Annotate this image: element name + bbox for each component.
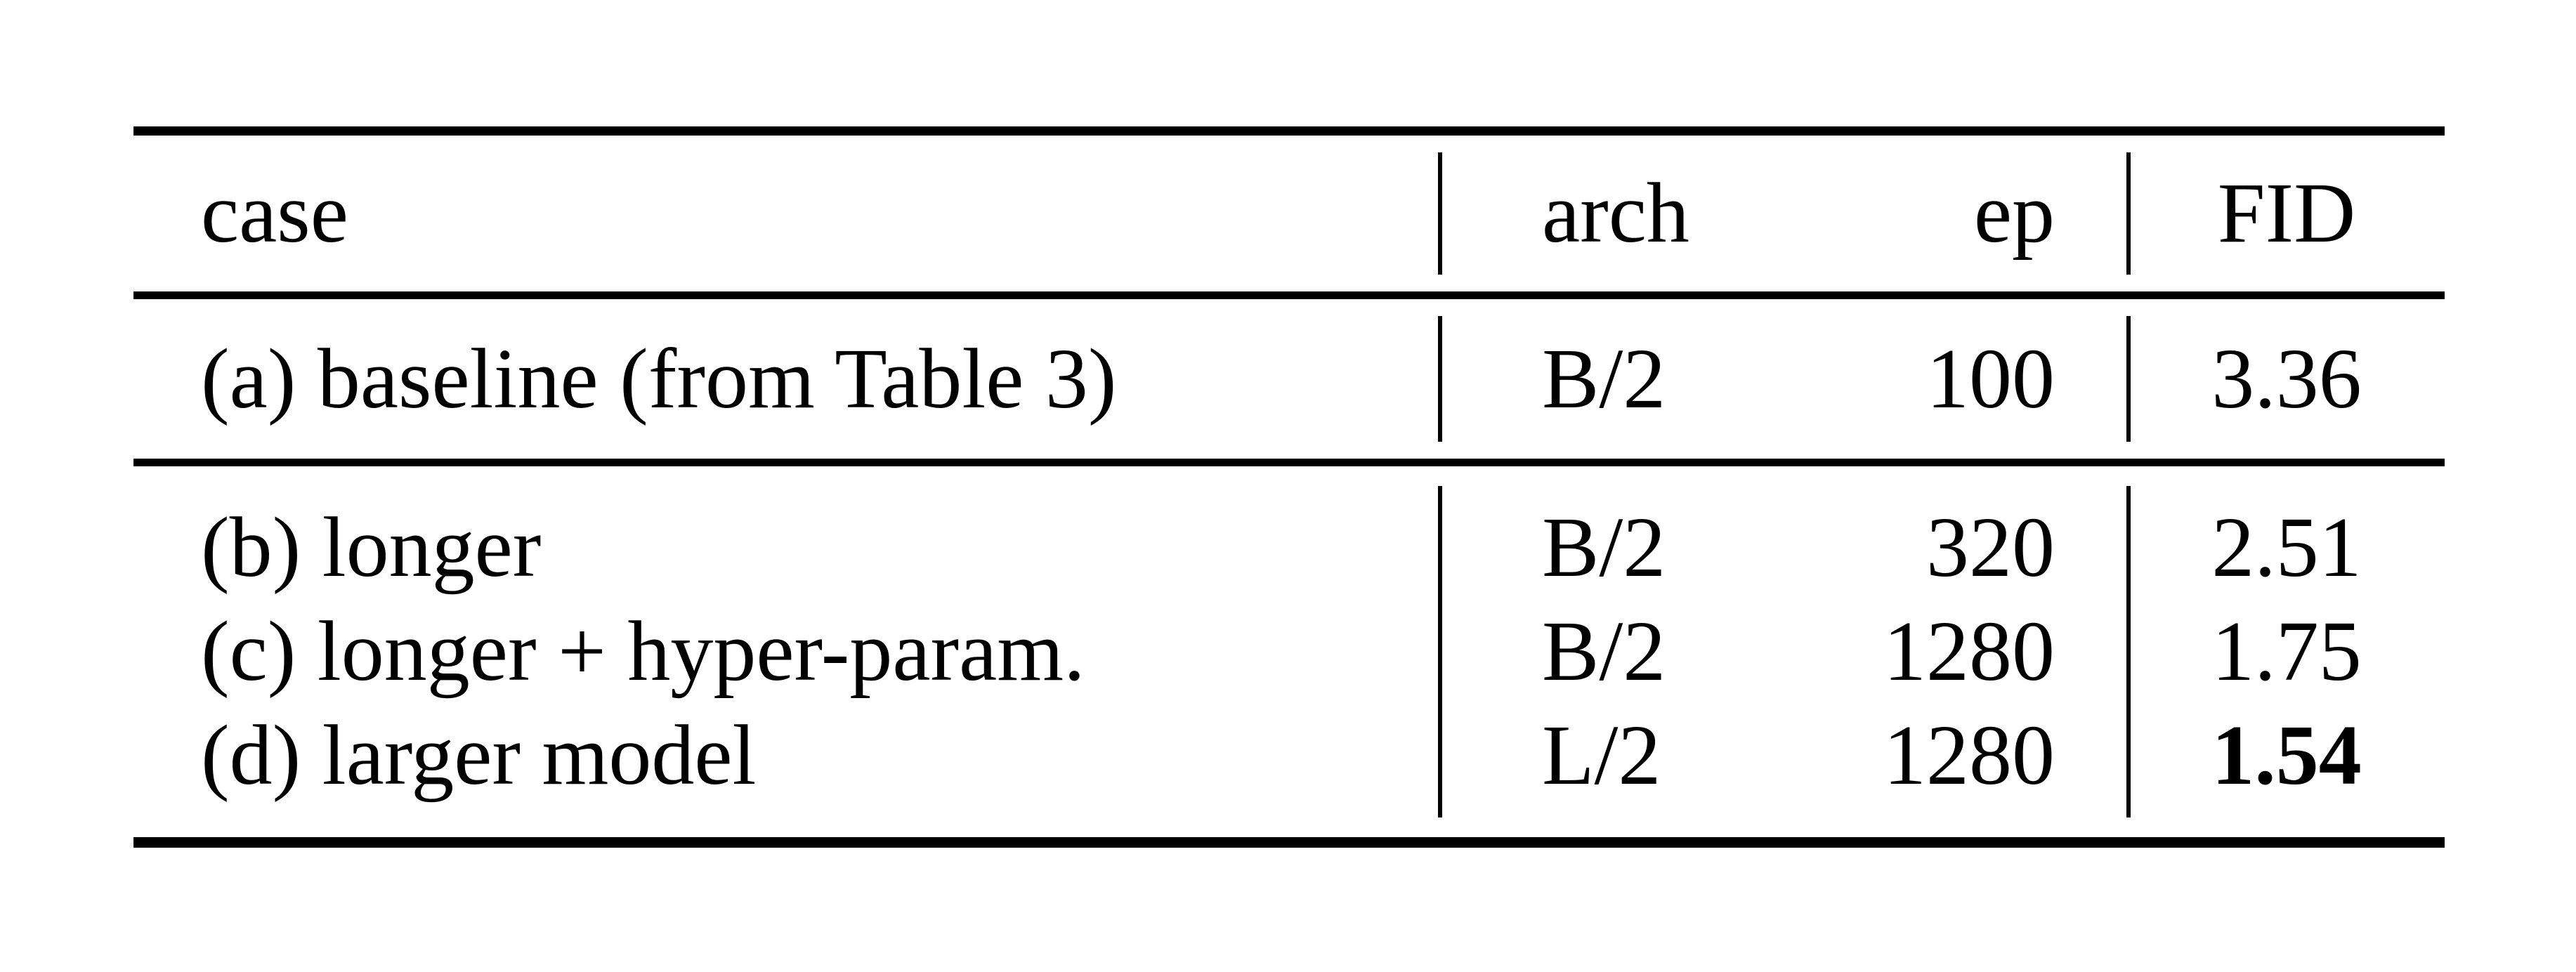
column-header-fid: FID	[2217, 166, 2356, 261]
column-divider-rule	[1438, 152, 1442, 275]
cell-ep: 1280	[1883, 708, 2055, 803]
column-divider-rule	[2126, 316, 2131, 442]
cell-ep: 100	[1926, 331, 2055, 426]
cell-arch: L/2	[1542, 708, 1661, 803]
column-header-case: case	[201, 166, 348, 261]
cell-case: (d) larger model	[201, 708, 757, 803]
ablation-table: case arch ep FID (a) baseline (from Tabl…	[133, 126, 2445, 848]
table-top-rule	[133, 126, 2445, 136]
cell-fid: 1.54	[2211, 708, 2362, 803]
table-mid-rule	[133, 459, 2445, 466]
table-group-baseline: (a) baseline (from Table 3) B/2 100 3.36	[133, 299, 2445, 459]
cell-ep: 1280	[1883, 604, 2055, 699]
cell-arch: B/2	[1542, 604, 1666, 699]
cell-arch: B/2	[1542, 331, 1666, 426]
table-mid-rule	[133, 291, 2445, 299]
table-bottom-rule	[133, 837, 2445, 848]
table-row: (d) larger model L/2 1280 1.54	[133, 704, 2445, 808]
table-row: (b) longer B/2 320 2.51	[133, 496, 2445, 600]
cell-fid: 1.75	[2211, 604, 2362, 699]
column-header-arch: arch	[1542, 166, 1689, 261]
column-header-ep: ep	[1973, 166, 2055, 261]
cell-arch: B/2	[1542, 500, 1666, 595]
cell-fid: 2.51	[2211, 500, 2362, 595]
cell-case: (a) baseline (from Table 3)	[201, 331, 1117, 426]
table-header-row: case arch ep FID	[133, 136, 2445, 291]
cell-ep: 320	[1926, 500, 2055, 595]
cell-case: (c) longer + hyper-param.	[201, 604, 1085, 699]
table-group-variants: (b) longer B/2 320 2.51 (c) longer + hyp…	[133, 466, 2445, 837]
table-row: (a) baseline (from Table 3) B/2 100 3.36	[133, 299, 2445, 459]
cell-fid: 3.36	[2211, 331, 2362, 426]
cell-case: (b) longer	[201, 500, 542, 595]
column-divider-rule	[1438, 486, 1442, 817]
column-divider-rule	[2126, 152, 2131, 275]
column-divider-rule	[1438, 316, 1442, 442]
table-row: (c) longer + hyper-param. B/2 1280 1.75	[133, 600, 2445, 704]
column-divider-rule	[2126, 486, 2131, 817]
